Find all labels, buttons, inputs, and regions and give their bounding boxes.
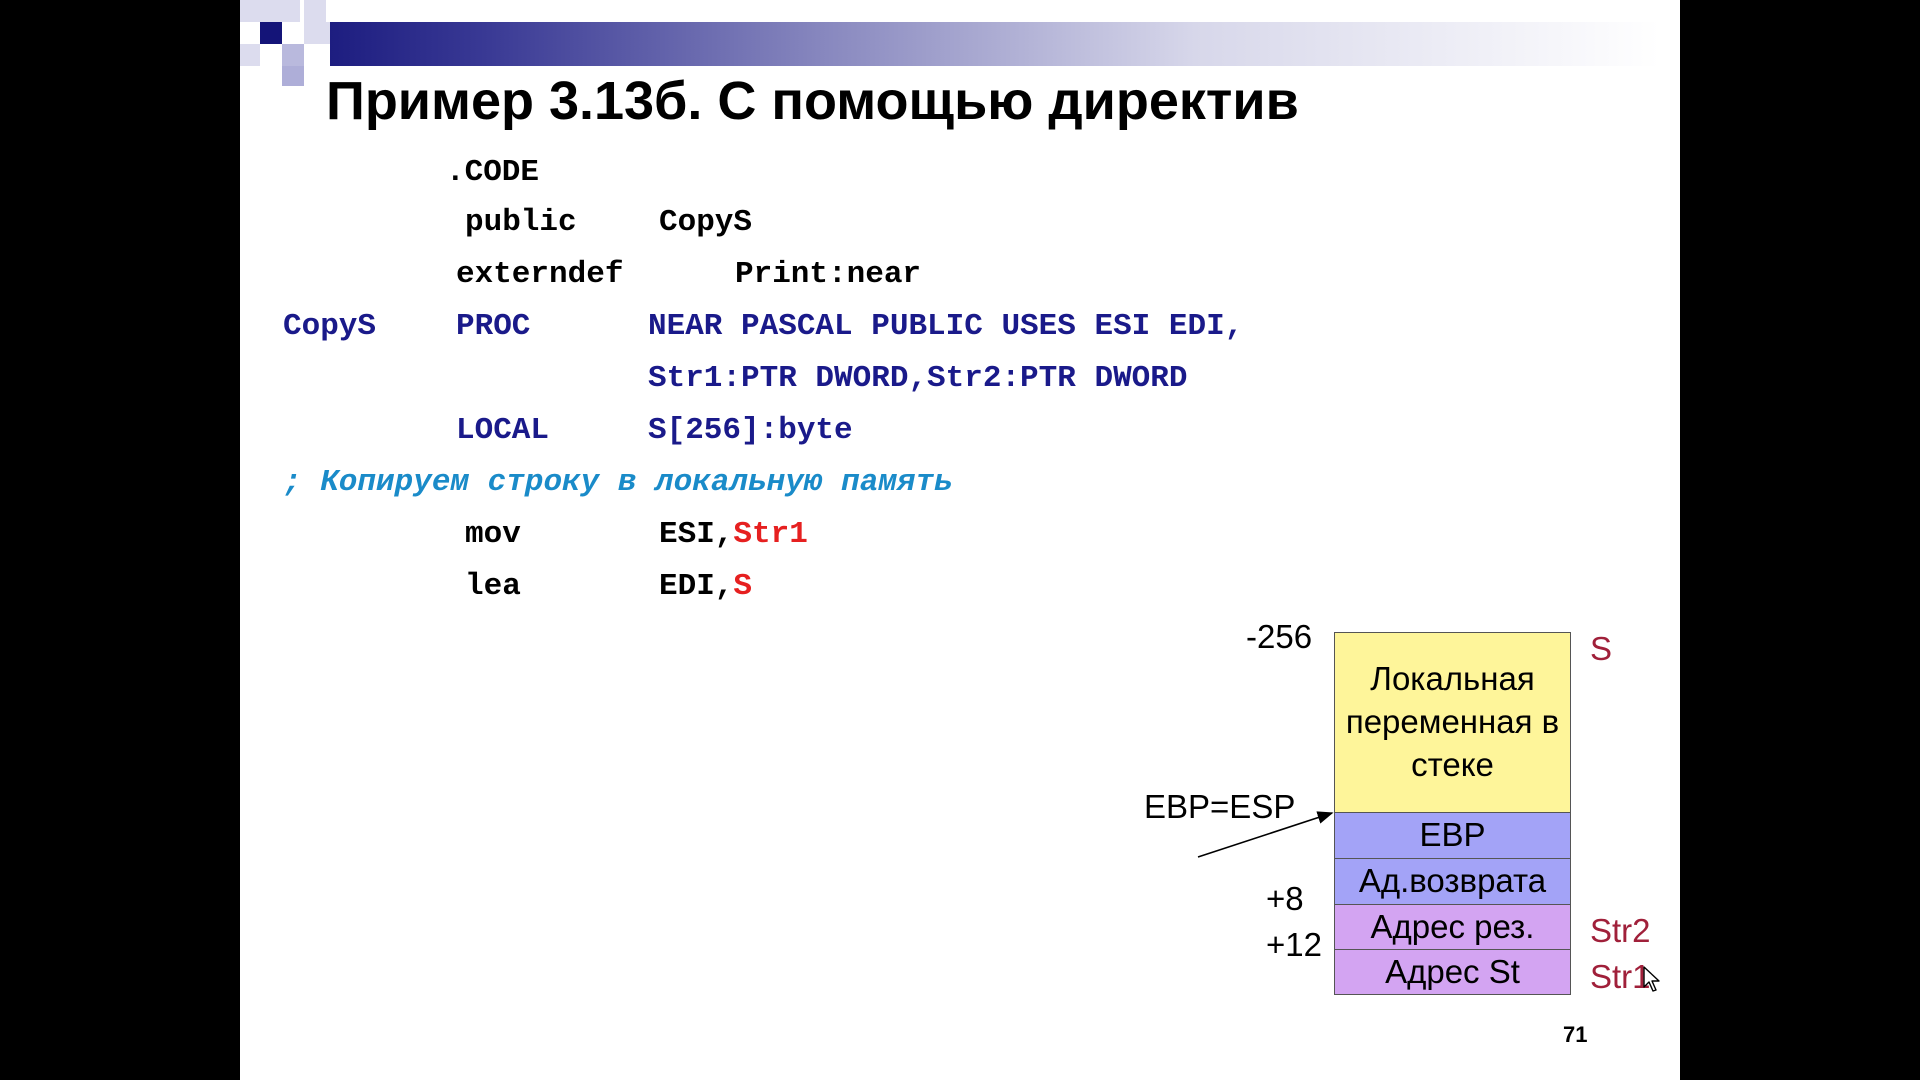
code-arg-copys: CopyS [659,205,753,240]
deco-square [304,0,326,22]
code-arg-proc: NEAR PASCAL PUBLIC USES ESI EDI, [648,309,1244,344]
code-kw-lea: lea [465,569,521,604]
code-reg-esi: ESI, [659,517,734,552]
code-kw-proc: PROC [456,309,531,344]
stack-cell-local-label: Локальная переменная в стеке [1345,660,1560,783]
code-hl-str1: Str1 [733,517,808,552]
code-kw-public: public [465,205,577,240]
deco-square [260,22,282,44]
code-arg-lea: EDI,S [659,571,752,602]
slide-title: Пример 3.13б. С помощью директив [326,71,1299,131]
mouse-cursor-icon [1643,966,1660,992]
stack-cell-return-label: Ад.возврата [1358,862,1547,900]
code-kw-mov: mov [465,517,521,552]
code-arg-print: Print:near [735,257,922,292]
stack-cell-string-address-label: Адрес St [1385,952,1520,990]
code-hl-s: S [733,569,753,604]
stack-cell-result-address: Адрес рез. [1334,904,1571,950]
stack-name-str1: Str1 [1590,958,1651,995]
code-directive-code: .CODE [446,155,540,190]
code-arg-local: S[256]:byte [648,413,853,448]
stack-name-str2: Str2 [1590,912,1651,949]
code-comment: ; Копируем строку в локальную память [283,465,953,500]
stack-cell-ebp-label: EBP [1419,816,1486,854]
offset-plus-8: +8 [1266,880,1304,917]
slide: Пример 3.13б. С помощью директив .CODE p… [240,0,1680,1080]
deco-square [282,44,304,66]
stack-cell-local: Локальная переменная в стеке [1334,632,1571,813]
stack-cell-ebp: EBP [1334,812,1571,859]
code-kw-externdef: externdef [456,257,624,292]
stack-name-s: S [1590,630,1613,667]
deco-square [240,0,300,22]
stack-cell-return: Ад.возврата [1334,858,1571,905]
code-kw-local: LOCAL [456,413,550,448]
offset-plus-12: +12 [1266,926,1322,963]
page-number: 71 [1563,1022,1588,1047]
deco-square [240,44,260,66]
stack-cell-result-address-label: Адрес рез. [1370,907,1535,945]
code-label-copys: CopyS [283,309,377,344]
code-arg-mov: ESI,Str1 [659,519,808,550]
ebp-esp-label: EBP=ESP [1144,788,1296,825]
header-gradient-bar [330,22,1660,66]
code-reg-edi: EDI, [659,569,734,604]
code-arg-params: Str1:PTR DWORD,Str2:PTR DWORD [648,361,1188,396]
stack-cell-string-address: Адрес St [1334,949,1571,995]
deco-square [304,22,330,44]
offset-minus-256: -256 [1246,618,1313,655]
deco-square [282,66,304,86]
